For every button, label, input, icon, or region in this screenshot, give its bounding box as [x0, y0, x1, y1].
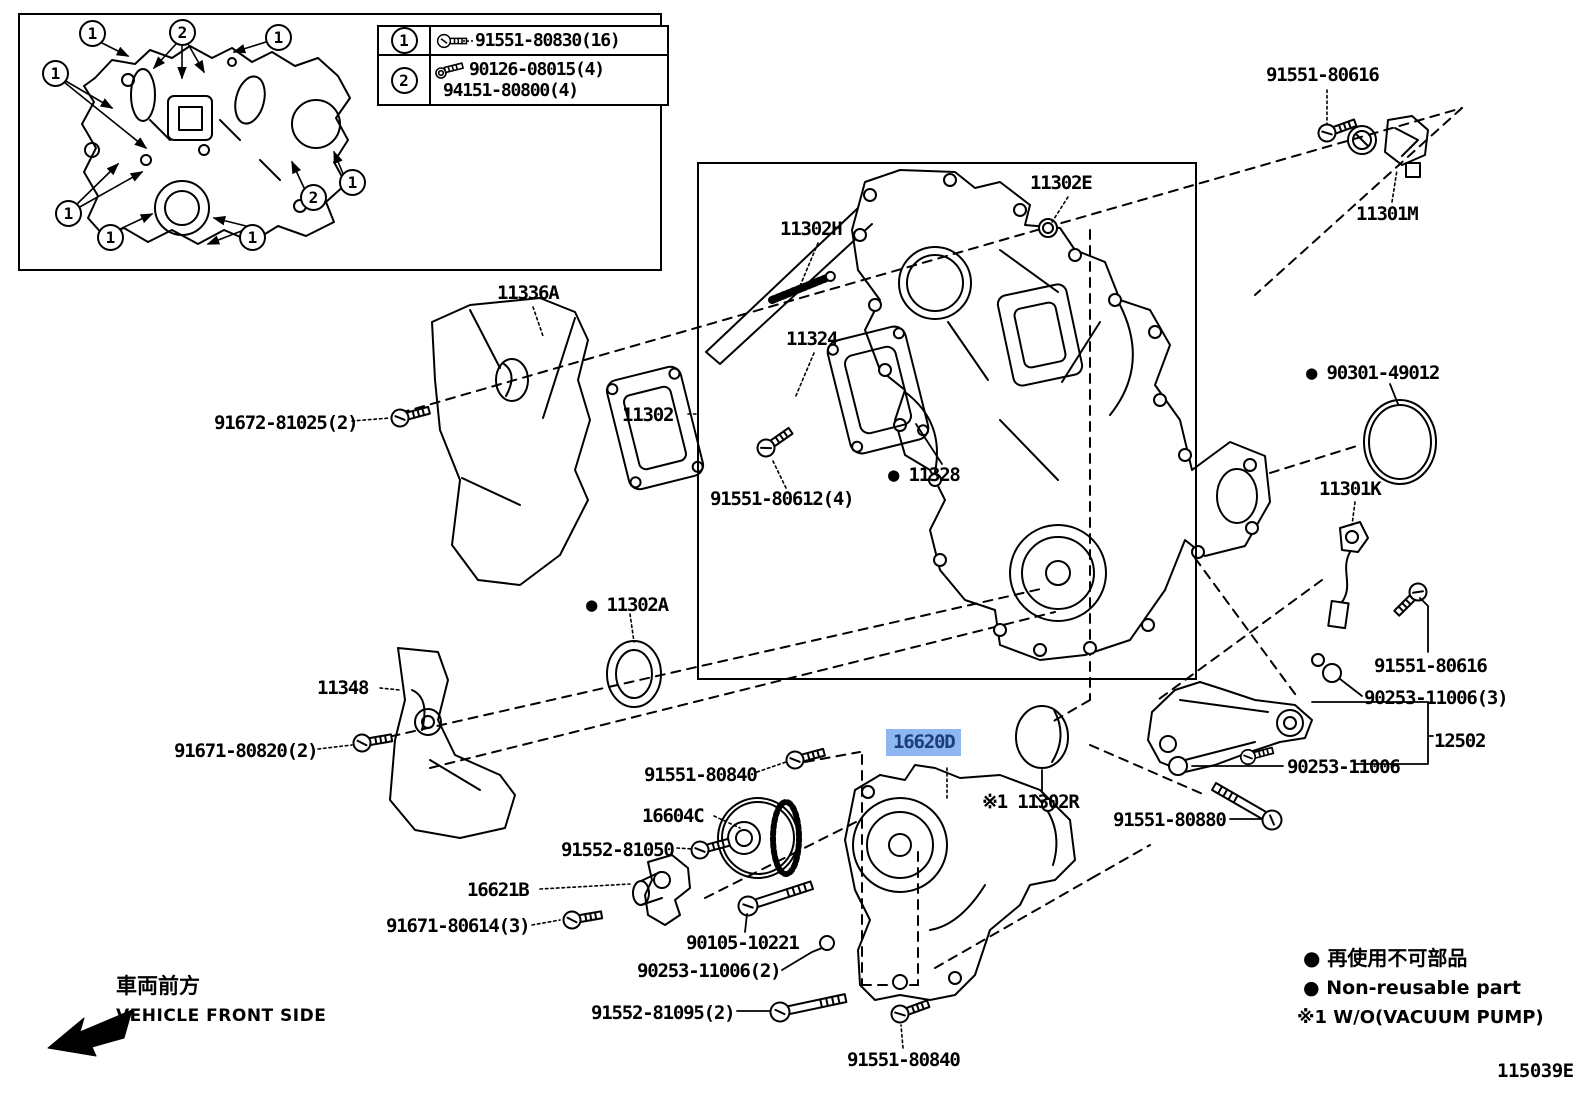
vehicle-front-label-jp: 車両前方: [116, 974, 200, 998]
part-label-91551-80840-2[interactable]: 91551-80840: [847, 1049, 961, 1071]
part-label-11302R[interactable]: ※1 11302R: [982, 791, 1080, 813]
inset-marker-4: 1: [42, 60, 69, 87]
part-label-11348[interactable]: 11348: [317, 677, 369, 699]
inset-marker-3: 1: [265, 24, 292, 51]
part-label-11302H[interactable]: 11302H: [780, 218, 843, 240]
part-label-91671-80820[interactable]: 91671-80820(2): [174, 740, 319, 762]
part-label-90105-10221[interactable]: 90105-10221: [686, 932, 800, 954]
diagram-code: 115039E: [1497, 1060, 1574, 1082]
part-label-11302E[interactable]: 11302E: [1030, 172, 1093, 194]
part-label-91551-80616[interactable]: 91551-80616: [1266, 64, 1380, 86]
non-reusable-note-en: ● Non-reusable part: [1303, 977, 1521, 999]
part-label-11302A[interactable]: ● 11302A: [586, 594, 669, 616]
part-label-90253-11006-2[interactable]: 90253-11006(2): [637, 960, 782, 982]
fastener-legend-table: 1 91551-80830(16) 2: [377, 25, 669, 106]
bolt-washer-icon: [435, 61, 465, 79]
inset-frame: [18, 13, 662, 271]
non-reusable-note-jp: ● 再使用不可部品: [1303, 946, 1468, 970]
legend-row-1: 1 91551-80830(16): [379, 27, 667, 56]
part-label-90301-49012[interactable]: ● 90301-49012: [1306, 362, 1440, 384]
part-label-11302[interactable]: 11302: [622, 404, 674, 426]
part-label-90253-11006[interactable]: 90253-11006: [1287, 756, 1401, 778]
inset-marker-9: 1: [339, 169, 366, 196]
legend-part-number[interactable]: 90126-08015(4): [469, 59, 605, 80]
inset-marker-2: 2: [169, 19, 196, 46]
legend-ref-circle-2: 2: [390, 66, 418, 94]
part-label-91671-80614[interactable]: 91671-80614(3): [386, 915, 531, 937]
part-label-16621B[interactable]: 16621B: [467, 879, 530, 901]
part-label-12502[interactable]: 12502: [1434, 730, 1486, 752]
part-label-11301K[interactable]: 11301K: [1319, 478, 1382, 500]
part-label-91551-80616-2[interactable]: 91551-80616: [1374, 655, 1488, 677]
part-label-91552-81095[interactable]: 91552-81095(2): [591, 1002, 736, 1024]
part-label-90253-11006-3[interactable]: 90253-11006(3): [1364, 687, 1509, 709]
inset-marker-5: 1: [55, 200, 82, 227]
part-label-11301M[interactable]: 11301M: [1356, 203, 1419, 225]
part-label-16620D-highlighted[interactable]: 16620D: [886, 729, 962, 756]
legend-part-number[interactable]: 91551-80830(16): [475, 30, 621, 51]
part-label-11328[interactable]: ● 11328: [888, 464, 961, 486]
part-label-11336A[interactable]: 11336A: [497, 282, 560, 304]
part-label-16604C[interactable]: 16604C: [642, 805, 705, 827]
bolt-icon: [436, 33, 475, 48]
legend-row-2: 2 90126-08015(4): [379, 56, 667, 104]
part-label-91551-80612[interactable]: 91551-80612(4): [710, 488, 855, 510]
part-label-91551-80880[interactable]: 91551-80880: [1113, 809, 1227, 831]
inset-marker-8: 2: [300, 184, 327, 211]
vacuum-pump-note: ※1 W/O(VACUUM PUMP): [1297, 1007, 1544, 1028]
part-label-91672-81025[interactable]: 91672-81025(2): [214, 412, 359, 434]
part-label-11324[interactable]: 11324: [786, 328, 838, 350]
legend-ref-circle-1: 1: [390, 27, 418, 54]
legend-part-number[interactable]: 94151-80800(4): [443, 80, 579, 101]
inset-marker-7: 1: [239, 224, 266, 251]
inset-marker-1: 1: [79, 20, 106, 47]
part-label-91552-81050[interactable]: 91552-81050: [561, 839, 675, 861]
main-assembly-frame: [697, 162, 1197, 680]
part-label-91551-80840[interactable]: 91551-80840: [644, 764, 758, 786]
inset-marker-6: 1: [97, 224, 124, 251]
vehicle-front-label-en: VEHICLE FRONT SIDE: [116, 1006, 327, 1026]
